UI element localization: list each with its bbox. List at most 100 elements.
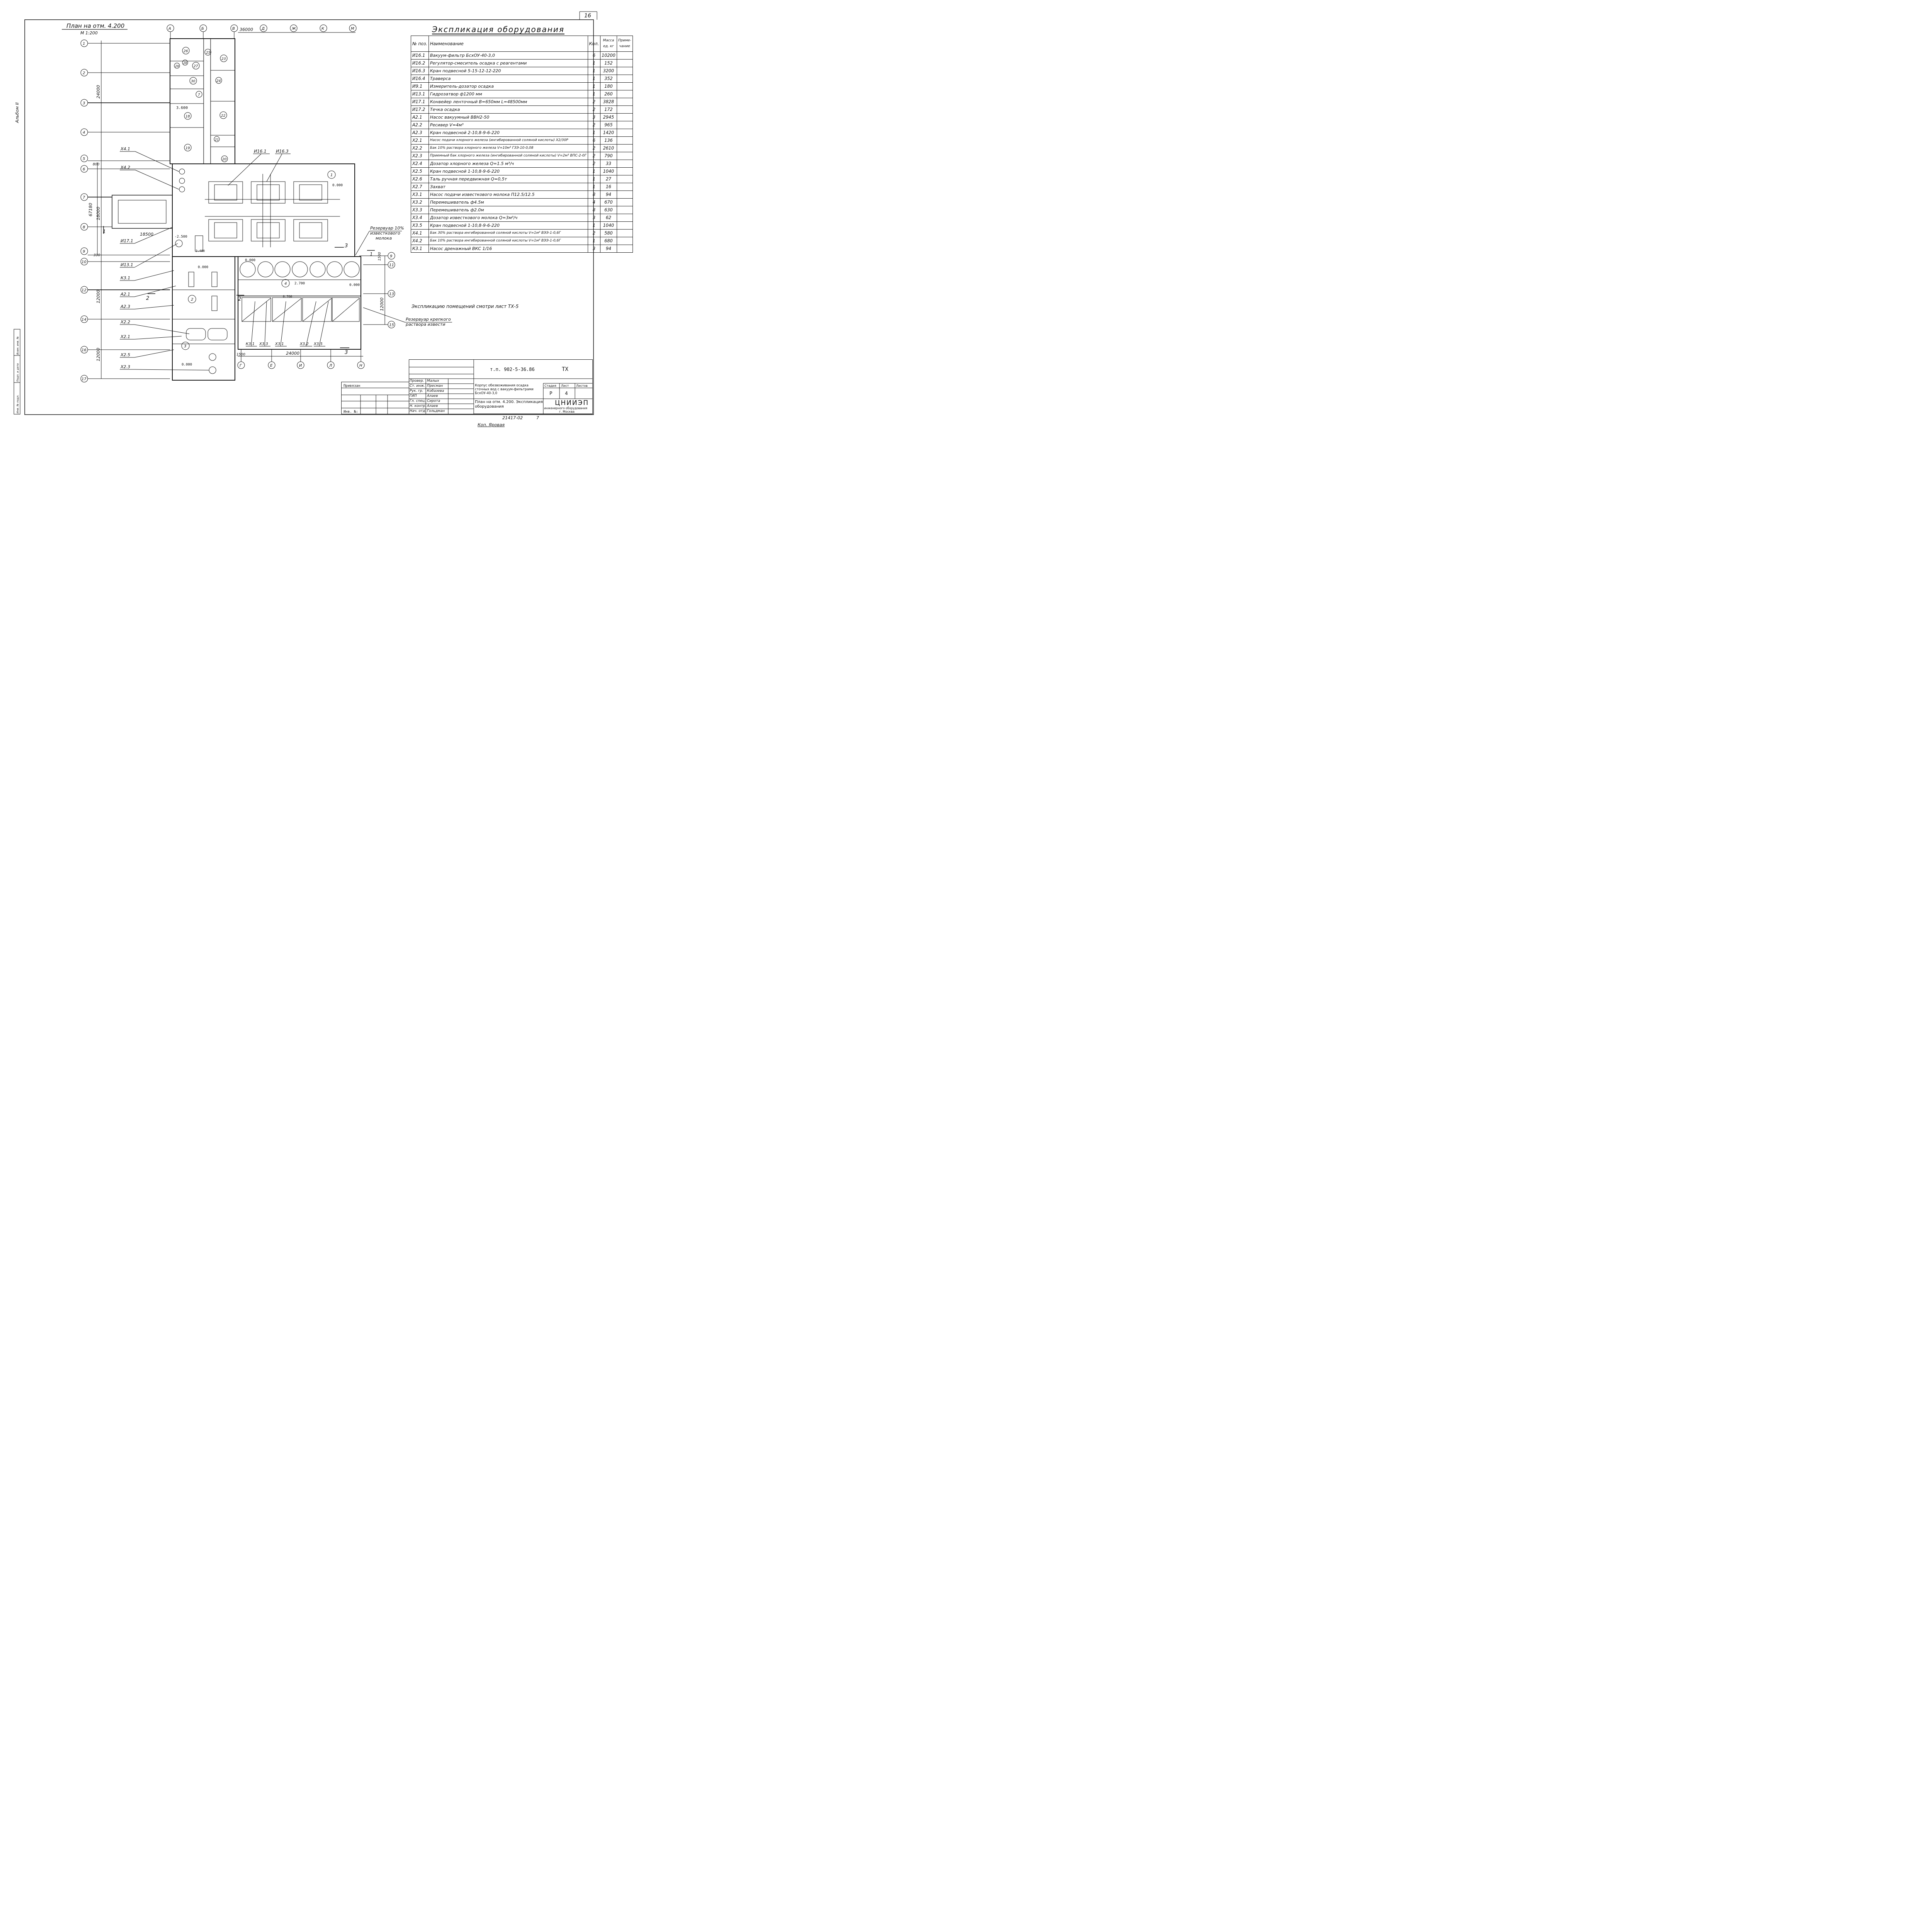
qty-cell: 2: [587, 98, 601, 106]
room-number: 3: [184, 344, 186, 349]
axis-label: 1: [83, 42, 85, 46]
mass-cell: 2945: [600, 113, 617, 121]
qty-cell: 2: [587, 144, 601, 152]
copied-by: Коп. Яровая: [478, 422, 505, 427]
col-mass: Масса ед. кг: [600, 36, 617, 52]
qty-cell: 3: [587, 245, 601, 253]
side-stamp-3: Взам. инв. №: [16, 336, 19, 355]
qty-cell: 4: [587, 198, 601, 206]
callout-label: Х4.2: [120, 165, 130, 170]
qty-cell: 2: [587, 152, 601, 160]
note-cell: [616, 59, 633, 67]
note-cell: [616, 160, 633, 168]
callout-label: А2.1: [120, 292, 130, 297]
name-7: Гольдман: [427, 409, 445, 413]
note-cell: [616, 229, 633, 237]
qty-cell: 1: [587, 75, 601, 83]
qty-cell: 8: [587, 190, 601, 199]
name-cell: Гидрозатвор ф1200 мм: [428, 90, 588, 98]
section-mark: 2: [146, 296, 149, 301]
note-cell: [616, 152, 633, 160]
axis-label: 2: [83, 71, 85, 75]
tank-label: раствора извести: [405, 322, 445, 327]
mass-cell: 3200: [600, 67, 617, 75]
note-cell: [616, 206, 633, 214]
callout-label: Х3.3: [259, 342, 268, 346]
name-5: Сирота: [427, 399, 440, 403]
callout-label: К3.1: [121, 276, 130, 281]
axis-label: Д: [261, 27, 265, 31]
drawing-sheet: 16 Альбом II Инв. № подл. Подп. и дата В…: [0, 0, 633, 429]
room-number: 18: [185, 115, 190, 119]
name-cell: Насос вакуумный ВВН2-50: [428, 113, 588, 121]
pos-cell: Х3.5: [411, 221, 429, 230]
qty-cell: 1: [587, 221, 601, 230]
mass-cell: 2610: [600, 144, 617, 152]
name-cell: Дозатор известкового молока Q=3м³/ч: [428, 214, 588, 222]
dim-label: 12000: [96, 290, 101, 303]
role-5: Гл. спец.: [410, 399, 426, 403]
callout-label: Х3.5: [313, 342, 323, 346]
pos-cell: Х2.7: [411, 183, 429, 191]
callout-label: Х4.1: [120, 146, 130, 151]
qty-cell: 3: [587, 214, 601, 222]
axis-label: 14: [82, 318, 87, 322]
note-cell: [616, 121, 633, 129]
name-cell: Приемный бак хлорного железа (ингибирова…: [428, 152, 588, 160]
axis-label: 9: [390, 254, 392, 259]
name-cell: Течка осадка: [428, 105, 588, 114]
mass-cell: 180: [600, 82, 617, 90]
pos-cell: Х2.6: [411, 175, 429, 183]
tank-label: молока: [376, 236, 392, 241]
mass-cell: 630: [600, 206, 617, 214]
room-number: 22: [221, 114, 226, 118]
name-3: Кобазева: [427, 389, 444, 393]
pos-cell: И16.1: [411, 51, 429, 60]
room-number: 24: [216, 79, 221, 83]
name-cell: Бак 10% раствора ингибированной соляной …: [428, 237, 588, 245]
room-number: 21: [215, 138, 219, 141]
col-note: Приме- чание: [616, 36, 633, 52]
tank-label: Резервуар 10%: [370, 226, 404, 231]
note-cell: [616, 113, 633, 121]
qty-cell: 1: [587, 183, 601, 191]
qty-cell: 1: [587, 175, 601, 183]
note-cell: [616, 67, 633, 75]
elevation: 0.000: [182, 363, 192, 367]
pos-cell: И17.2: [411, 105, 429, 114]
note-cell: [616, 167, 633, 175]
callout-label: И17.1: [121, 238, 133, 243]
equipment-title: Экспликация оборудования: [432, 25, 565, 34]
inv-label: Инв. №:: [344, 410, 358, 414]
name-cell: Бак 30% раствора ингибированной соляной …: [428, 229, 588, 237]
room-number: 19: [185, 146, 190, 150]
name-cell: Ресивер V=4м³: [428, 121, 588, 129]
name-cell: Насос дренажный ВКС 1/16: [428, 245, 588, 253]
name-cell: Перемешиватель ф2.0м: [428, 206, 588, 214]
axis-label: 6: [83, 167, 85, 172]
name-cell: Конвейер ленточный В=650мм L=48500мм: [428, 98, 588, 106]
section-mark: 1: [103, 229, 106, 234]
tank-label: Резервуар крепкого: [406, 317, 451, 322]
pos-cell: Х2.1: [411, 136, 429, 145]
callout-label: Х3.1: [275, 342, 284, 346]
qty-cell: 2: [587, 160, 601, 168]
left-axes: [80, 39, 170, 383]
org-subtitle: инженерного оборудования: [544, 406, 587, 410]
col-pos: № поз.: [411, 36, 429, 52]
name-cell: Перемешиватель ф4.5м: [428, 198, 588, 206]
name-6: Алаев: [427, 404, 438, 408]
sheet-value: 4: [565, 391, 568, 396]
elevation: 2.400: [196, 249, 205, 253]
title-block: ТХ т.п. 902-5-36.86: [409, 359, 593, 414]
note-cell: [616, 82, 633, 90]
callout-label: Х3.2: [299, 342, 309, 346]
axis-label: М: [351, 27, 354, 31]
